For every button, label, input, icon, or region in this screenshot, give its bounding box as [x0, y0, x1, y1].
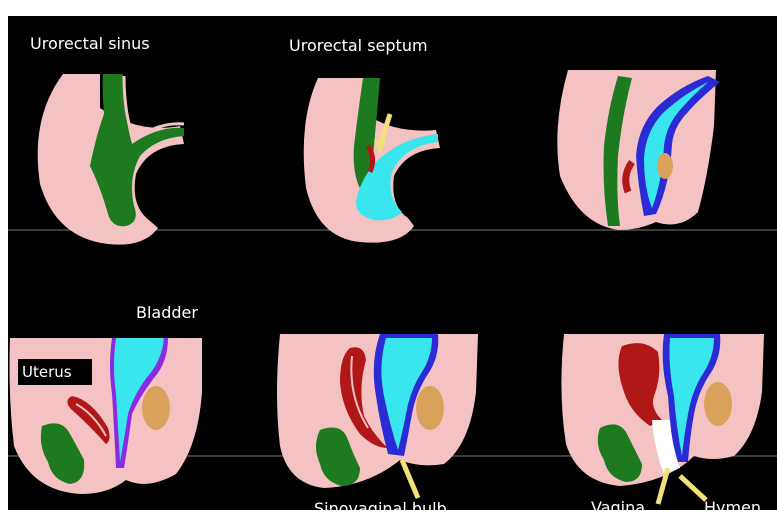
label-hymen: Hymen [704, 498, 761, 510]
ovary [704, 382, 732, 426]
ovary [416, 386, 444, 430]
embryology-diagram: Urorectal sinus Urorectal septum Uterus … [8, 16, 777, 510]
label-uterus: Uterus [22, 363, 72, 381]
diagram-canvas: Urorectal sinus Urorectal septum Uterus … [8, 16, 777, 510]
ovary [142, 386, 170, 430]
panel-stage-3 [557, 70, 720, 230]
label-bladder: Bladder [136, 303, 198, 322]
label-vagina: Vagina [591, 498, 645, 510]
label-urorectal-septum: Urorectal septum [289, 36, 428, 55]
ovary [657, 153, 673, 179]
label-urorectal-sinus: Urorectal sinus [30, 34, 150, 53]
label-sinovaginal-bulb: Sinovaginal bulb [314, 499, 447, 510]
